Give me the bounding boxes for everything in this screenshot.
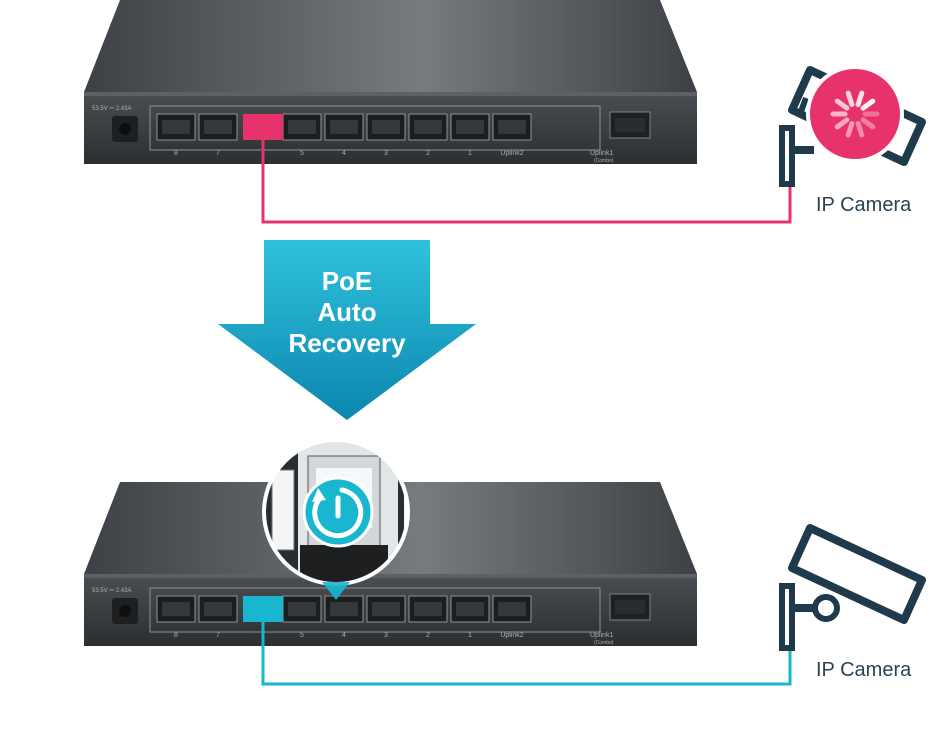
power-jack [112,598,138,624]
port-number-label: 1 [468,632,472,639]
rj45-port-contacts [288,602,316,616]
sfp-slot [609,111,651,139]
ip-camera-bottom-icon [779,524,926,651]
port-number-label: 4 [342,632,346,639]
spinner-tick [855,90,865,107]
sfp-label-top: Uplink1 [590,150,613,157]
power-jack [112,116,138,142]
spinner-tick [860,98,876,111]
spinner-tick [845,90,855,107]
rj45-port-contacts [330,120,358,134]
port-number-label: 5 [300,632,304,639]
rj45-port-contacts [372,120,400,134]
ip-camera-bottom-label: IP Camera [816,659,912,681]
rj45-port-contacts [456,602,484,616]
sfp-slot [609,593,651,621]
rj45-port-contacts [162,602,190,616]
switch-top: 8 7 5 4 3 2 1 Uplink2 [84,0,697,164]
port-number-label: 8 [174,632,178,639]
ethernet-ports-top: 8 7 5 4 3 2 1 Uplink2 [156,113,532,157]
port-number-label: 3 [384,150,388,157]
recovered-port-highlight [243,596,283,622]
port-number-label: 2 [426,150,430,157]
rj45-port-contacts [372,602,400,616]
port-number-label: 5 [300,150,304,157]
loading-spinner-icon [806,65,904,163]
rj45-port-contacts [498,120,526,134]
rj45-port-contacts [414,120,442,134]
port-number-label: 1 [468,150,472,157]
port-number-label: 8 [174,150,178,157]
port-number-label: 2 [426,632,430,639]
rj45-port-contacts [204,120,232,134]
sfp-label-bottom: Uplink1 [590,632,613,639]
power-recovery-icon [302,476,374,548]
ethernet-ports-bottom: 8 7 5 4 3 2 1 Uplink2 [156,595,532,639]
ip-camera-top-label: IP Camera [816,194,912,216]
port-number-label: 4 [342,150,346,157]
banner-line-2: Auto [317,297,376,327]
poe-auto-recovery-arrow [218,240,476,420]
spinner-tick [834,117,850,130]
rj45-port-contacts [330,602,358,616]
rj45-port-contacts [288,120,316,134]
spinner-tick [845,121,855,138]
spinner-tick [860,117,876,130]
rj45-port-contacts [414,602,442,616]
spinner-tick [834,98,850,111]
banner-line-1: PoE [322,266,373,296]
power-label-top: 53.5V ⎓ 2.43A [92,106,131,112]
rj45-port-contacts [456,120,484,134]
rj45-port-contacts [498,602,526,616]
rj45-port-contacts [204,602,232,616]
port-number-label: 7 [216,632,220,639]
sfp-sub-top: (Combo) [594,158,614,164]
faulty-port-highlight [243,114,283,140]
port-number-label: Uplink2 [500,632,523,639]
port-number-label: 7 [216,150,220,157]
faulty-cable [261,140,792,224]
power-label-bottom: 53.5V ⎓ 2.43A [92,588,131,594]
spinner-tick [855,121,865,138]
port-number-label: Uplink2 [500,150,523,157]
rj45-port-contacts [162,120,190,134]
port-number-label: 3 [384,632,388,639]
banner-line-3: Recovery [288,328,406,358]
recovered-cable [261,622,792,686]
sfp-sub-bottom: (Combo) [594,640,614,646]
